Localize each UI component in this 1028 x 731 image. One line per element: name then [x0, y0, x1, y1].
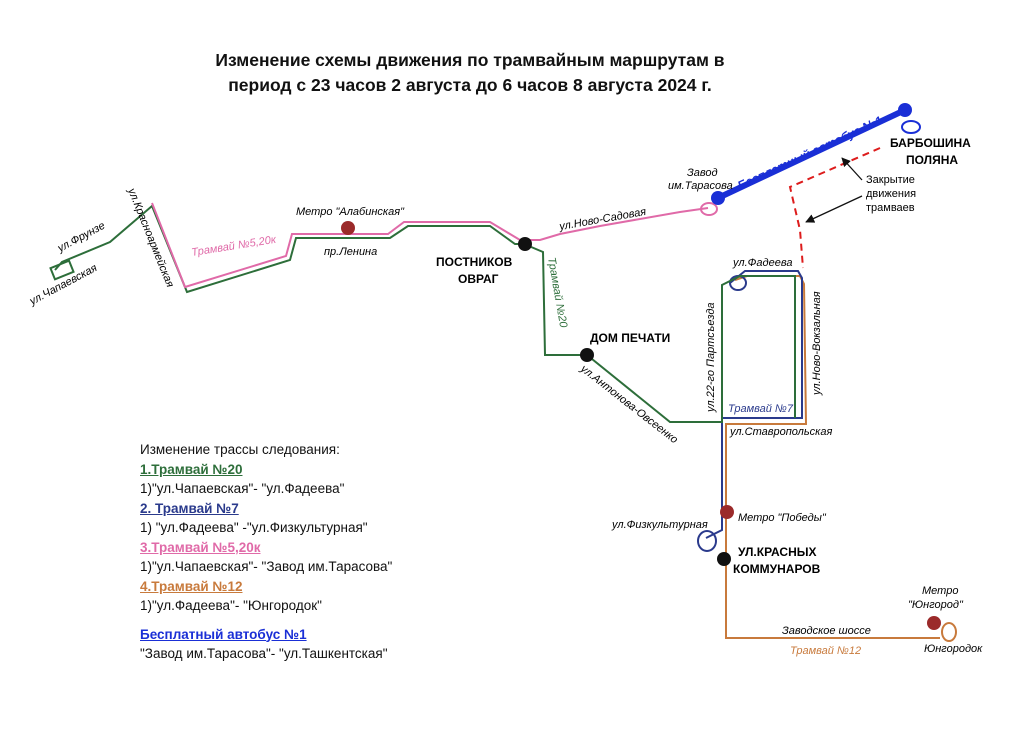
street-partsezda-label: ул.22-го Партсъезда: [705, 302, 717, 413]
page-title: Изменение схемы движения по трамвайным м…: [120, 48, 820, 98]
metro-yugorod-label-2: "Юнгород": [908, 599, 964, 611]
street-fizkulturnaya-label: ул.Физкультурная: [611, 519, 708, 531]
legend-bus1-title: Бесплатный автобус №1: [140, 626, 307, 642]
street-antonova-label: ул.Антонова-Овсеенко: [577, 362, 680, 446]
legend-item-tram12-detail: 1)"ул.Фадеева"- "Юнгородок": [140, 598, 322, 613]
station-dom-pechati-marker: [580, 348, 594, 362]
closure-line: [788, 147, 881, 269]
route-tram7-label: Трамвай №7: [728, 403, 794, 415]
station-kommunarov-marker: [717, 552, 731, 566]
legend-item-tram7-title: 2. Трамвай №7: [140, 500, 239, 516]
route-bus1-label: Бесплатный автобус №1: [735, 113, 885, 193]
metro-pobedy-label: Метро "Победы": [738, 512, 827, 524]
station-yugorodok-label: Юнгородок: [924, 643, 983, 655]
legend-bus1-detail: "Завод им.Тарасова"- "ул.Ташкентская": [140, 646, 388, 661]
street-stavropolskaya-label: ул.Ставропольская: [729, 426, 832, 438]
closure-label-2: движения: [866, 188, 916, 200]
route-tram12-label: Трамвай №12: [790, 645, 861, 657]
tram5-route: [151, 202, 718, 289]
legend-heading: Изменение трассы следования:: [140, 442, 340, 457]
route-tram5-label: Трамвай №5,20к: [191, 234, 278, 259]
legend-item-tram12-title: 4.Трамвай №12: [140, 578, 243, 594]
metro-alabinskaya-marker: [341, 221, 355, 235]
tram20-route: [49, 204, 796, 423]
closure-arrow-bottom: [805, 195, 863, 223]
station-postnikov-label-2: ОВРАГ: [458, 272, 499, 286]
station-postnikov-label-1: ПОСТНИКОВ: [436, 255, 513, 269]
closure-label-3: трамваев: [866, 202, 915, 214]
legend-item-tram5-title: 3.Трамвай №5,20к: [140, 539, 261, 555]
street-fadeeva-label: ул.Фадеева: [732, 257, 792, 269]
street-zavodskoe-label: Заводское шоссе: [782, 625, 871, 637]
station-zavod-label-2: им.Тарасова: [668, 180, 733, 192]
metro-pobedy-marker: [720, 505, 734, 519]
title-line-1: Изменение схемы движения по трамвайным м…: [215, 50, 725, 70]
station-barboshina-label-2: ПОЛЯНА: [906, 153, 958, 167]
legend: Изменение трассы следования: 1.Трамвай №…: [140, 440, 392, 664]
legend-item-tram7-detail: 1) "ул.Фадеева" -"ул.Физкультурная": [140, 520, 368, 535]
station-dom-pechati-label: ДОМ ПЕЧАТИ: [590, 331, 670, 345]
street-chapaevskaya-label: ул.Чапаевская: [27, 262, 99, 308]
station-kommunarov-label-2: КОММУНАРОВ: [733, 562, 821, 576]
closure-label-1: Закрытие: [866, 174, 915, 186]
metro-yugorod-marker: [927, 616, 941, 630]
legend-item-tram20-detail: 1)"ул.Чапаевская"- "ул.Фадеева": [140, 481, 345, 496]
station-kommunarov-label-1: УЛ.КРАСНЫХ: [738, 545, 817, 559]
title-line-2: период с 23 часов 2 августа до 6 часов 8…: [228, 75, 712, 95]
route-tram20-label: Трамвай №20: [545, 256, 569, 329]
street-lenina-label: пр.Ленина: [324, 246, 377, 258]
closure-arrow-top: [841, 157, 863, 181]
bus1-route: [711, 103, 921, 205]
street-krasnoarmeyskaya-label: ул.Красноармейская: [125, 186, 176, 289]
station-postnikov-marker: [518, 237, 532, 251]
street-novo-sadovaya-label: ул.Ново-Садовая: [557, 206, 647, 233]
legend-item-tram20-title: 1.Трамвай №20: [140, 461, 243, 477]
street-frunze-label: ул.Фрунзе: [55, 220, 107, 255]
metro-alabinskaya-label: Метро "Алабинская": [296, 206, 405, 218]
legend-item-tram5-detail: 1)"ул.Чапаевская"- "Завод им.Тарасова": [140, 559, 393, 574]
metro-yugorod-label-1: Метро: [922, 585, 958, 597]
station-barboshina-label-1: БАРБОШИНА: [890, 136, 971, 150]
street-novo-vokzalnaya-label: ул.Ново-Вокзальная: [811, 291, 823, 396]
station-zavod-label-1: Завод: [687, 167, 718, 179]
